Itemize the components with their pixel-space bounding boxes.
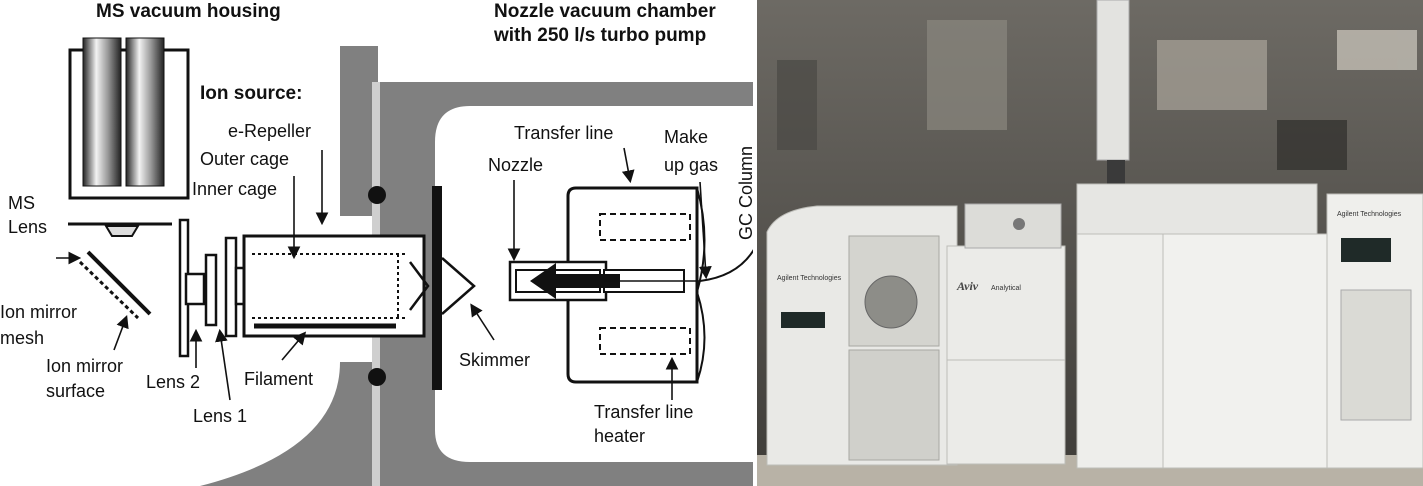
- ms-window: [864, 275, 918, 329]
- cylinder-right: [125, 37, 165, 187]
- ms-housing-cylinders: [68, 37, 190, 200]
- nozzle: [508, 245, 757, 302]
- label-lens-2: Lens 2: [146, 372, 200, 392]
- ms-housing-wall: [200, 46, 757, 486]
- lens-1-plate: [204, 253, 218, 327]
- ms-brand: Agilent Technologies: [777, 275, 842, 282]
- label-transfer-line: Transfer line: [514, 123, 613, 143]
- ion-source-schematic: MS vacuum housing Nozzle vacuum chamber …: [0, 0, 757, 486]
- label-nozzle: Nozzle: [488, 155, 543, 175]
- aviv-unit: Aviv Analytical: [946, 203, 1066, 465]
- aviv-brand: Aviv: [956, 279, 979, 293]
- gc-column-curve: [699, 245, 757, 282]
- skimmer-plate: [432, 186, 442, 390]
- aviv-brand-sub: Analytical: [991, 285, 1021, 292]
- label-outer-cage: Outer cage: [200, 149, 289, 169]
- ms-display: [781, 312, 825, 328]
- cylinder-left: [82, 37, 122, 187]
- label-transfer-line-heater-1: Transfer line: [594, 402, 693, 422]
- e-repeller-cone: [409, 261, 430, 311]
- ms-vent-grille: [848, 349, 940, 461]
- heater-element-top: [599, 213, 691, 241]
- o-ring-bottom: [368, 368, 386, 386]
- label-e-repeller: e-Repeller: [228, 121, 311, 141]
- label-inner-cage: Inner cage: [192, 179, 277, 199]
- ion-source-cage: [242, 234, 430, 338]
- label-gc-column: GC Column: [736, 146, 756, 240]
- inner-cage-plate: [224, 236, 238, 338]
- label-make-up-gas-1: Make: [664, 127, 708, 147]
- lab-clutter: [777, 20, 1417, 170]
- label-ion-mirror-mesh-2: mesh: [0, 328, 44, 348]
- lens-1-body: [184, 272, 206, 306]
- label-lens-1: Lens 1: [193, 406, 247, 426]
- gc-keypad: [1340, 289, 1412, 421]
- label-ion-mirror-surface-2: surface: [46, 381, 105, 401]
- skimmer-cone: [441, 257, 476, 315]
- gas-flow-arrow: [530, 263, 620, 299]
- label-ms-lens-2: Lens: [8, 217, 47, 237]
- ms-detector-unit: Agilent Technologies: [766, 205, 958, 466]
- label-skimmer: Skimmer: [459, 350, 530, 370]
- label-make-up-gas-2: up gas: [664, 155, 718, 175]
- instrument-photo: Agilent Technologies Aviv Analytical Agi…: [757, 0, 1423, 486]
- header-ion-source: Ion source:: [200, 83, 302, 104]
- gc-brand: Agilent Technologies: [1337, 211, 1402, 218]
- header-nozzle-chamber-2: with 250 l/s turbo pump: [493, 25, 706, 46]
- header-nozzle-chamber-1: Nozzle vacuum chamber: [494, 1, 716, 22]
- label-filament: Filament: [244, 369, 313, 389]
- panel-divider: [753, 0, 757, 486]
- header-ms-vacuum-housing: MS vacuum housing: [96, 1, 281, 22]
- o-ring-top: [368, 186, 386, 204]
- heater-element-bottom: [599, 327, 691, 355]
- label-ms-lens-1: MS: [8, 193, 35, 213]
- ms-lens: [68, 222, 172, 237]
- pointer-arrows: [56, 147, 712, 401]
- label-ion-mirror-mesh-1: Ion mirror: [0, 302, 77, 322]
- ion-mirror-surface: [86, 250, 152, 316]
- label-transfer-line-heater-2: heater: [594, 426, 645, 446]
- gc-unit: Agilent Technologies: [1076, 0, 1423, 469]
- gc-display: [1341, 238, 1391, 262]
- label-ion-mirror-surface-1: Ion mirror: [46, 356, 123, 376]
